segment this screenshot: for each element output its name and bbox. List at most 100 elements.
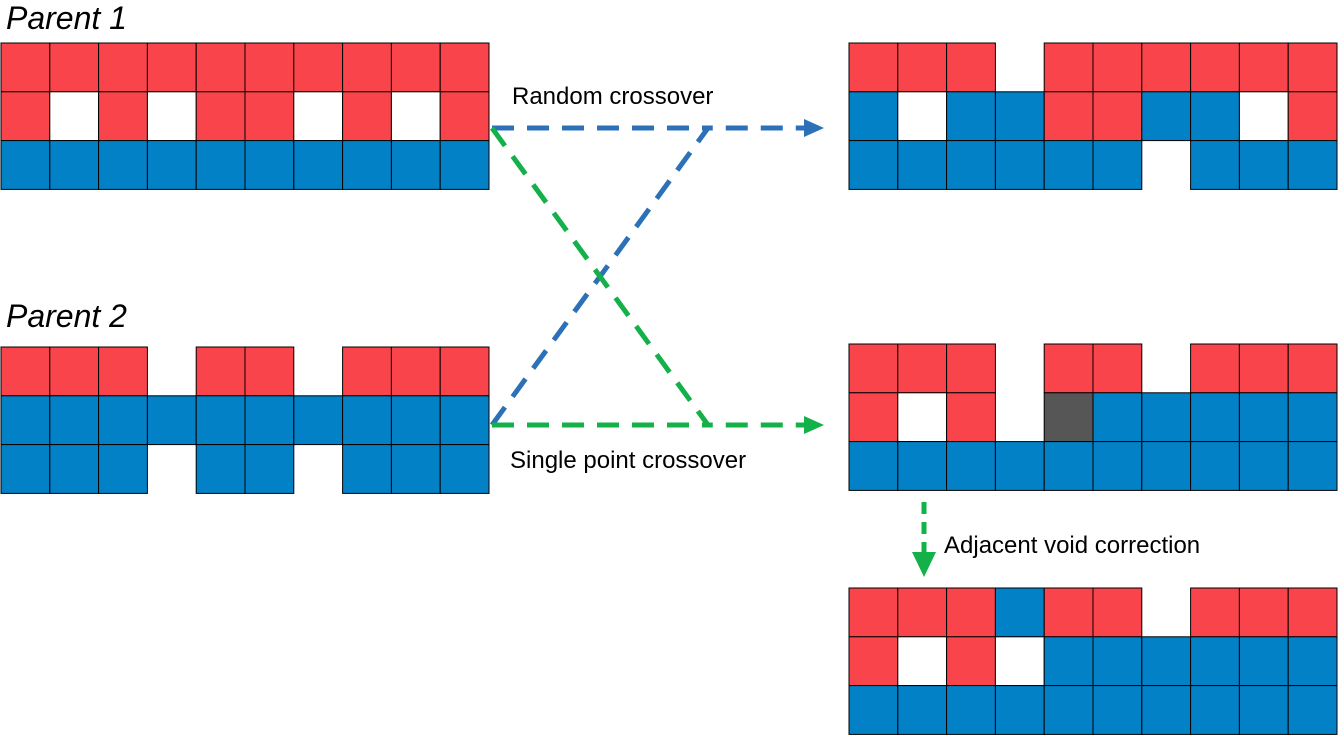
red-cell	[1238, 42, 1289, 93]
blue-cell	[146, 395, 197, 446]
single-point-crossover-label: Single point crossover	[510, 447, 747, 474]
void-cell	[390, 91, 441, 142]
red-cell	[195, 91, 246, 142]
blue-cell	[293, 140, 344, 190]
red-cell	[946, 587, 996, 638]
blue-cell	[1043, 685, 1094, 735]
single-point-crossover-arrow	[489, 126, 824, 434]
red-cell	[1238, 343, 1289, 394]
red-cell	[1092, 42, 1143, 93]
parent2-title: Parent 2	[6, 298, 127, 334]
red-cell	[146, 42, 197, 93]
void-cell	[897, 392, 948, 443]
red-cell	[1190, 42, 1240, 93]
blue-cell	[439, 140, 490, 190]
blue-cell	[994, 685, 1045, 735]
blue-cell	[244, 140, 295, 190]
blue-cell	[1141, 636, 1192, 687]
red-cell	[244, 346, 295, 397]
red-cell	[98, 91, 148, 142]
blue-cell	[49, 444, 100, 494]
blue-cell	[946, 441, 996, 491]
blue-cell	[897, 441, 948, 491]
red-cell	[244, 42, 295, 93]
blue-cell	[342, 444, 392, 494]
red-cell	[946, 343, 996, 394]
blue-cell	[439, 395, 490, 446]
red-cell	[1190, 587, 1240, 638]
red-cell	[1092, 343, 1143, 394]
red-cell	[848, 42, 899, 93]
blue-cell	[293, 395, 344, 446]
random-crossover-offspring-grid	[848, 42, 1338, 190]
parent2-grid	[0, 346, 490, 494]
blue-cell	[994, 91, 1045, 142]
single-point-offspring-grid	[848, 343, 1338, 491]
blue-cell	[946, 140, 996, 190]
red-cell	[1238, 587, 1289, 638]
blue-cell	[1043, 636, 1094, 687]
red-cell	[342, 91, 392, 142]
blue-cell	[848, 91, 899, 142]
blue-cell	[848, 441, 899, 491]
red-cell	[293, 42, 344, 93]
blue-cell	[848, 140, 899, 190]
blue-cell	[994, 140, 1045, 190]
adjacent-void-correction-label: Adjacent void correction	[944, 532, 1201, 559]
blue-cell	[1043, 441, 1094, 491]
red-cell	[390, 346, 441, 397]
red-cell	[848, 587, 899, 638]
red-cell	[897, 42, 948, 93]
red-cell	[1287, 587, 1338, 638]
red-cell	[49, 42, 100, 93]
blue-cell	[1141, 91, 1192, 142]
red-cell	[0, 42, 51, 93]
red-cell	[195, 346, 246, 397]
blue-cell	[244, 395, 295, 446]
blue-cell	[1238, 140, 1289, 190]
blue-cell	[195, 140, 246, 190]
red-cell	[98, 346, 148, 397]
blue-cell	[0, 444, 51, 494]
blue-cell	[1141, 441, 1192, 491]
red-cell	[1287, 343, 1338, 394]
blue-cell	[0, 140, 51, 190]
blue-cell	[49, 140, 100, 190]
red-cell	[897, 587, 948, 638]
void-cell	[146, 91, 197, 142]
random-crossover-arrow	[489, 119, 824, 427]
red-cell	[946, 392, 996, 443]
blue-cell	[244, 444, 295, 494]
blue-cell	[1092, 636, 1143, 687]
red-cell	[342, 346, 392, 397]
blue-cell	[390, 140, 441, 190]
red-cell	[848, 636, 899, 687]
blue-cell	[994, 587, 1045, 638]
blue-cell	[390, 395, 441, 446]
void-cell	[994, 636, 1045, 687]
red-cell	[49, 346, 100, 397]
blue-cell	[1190, 91, 1240, 142]
void-cell	[293, 91, 344, 142]
blue-cell	[1287, 441, 1338, 491]
gray-cell	[1043, 392, 1094, 443]
void-correction-arrowhead	[912, 552, 936, 577]
red-cell	[1043, 42, 1094, 93]
red-cell	[439, 91, 490, 142]
blue-cell	[390, 444, 441, 494]
blue-cell	[1190, 392, 1240, 443]
blue-cell	[98, 395, 148, 446]
blue-cell	[1287, 140, 1338, 190]
red-cell	[848, 392, 899, 443]
red-cell	[1287, 42, 1338, 93]
blue-cell	[946, 685, 996, 735]
corrected-offspring-grid	[848, 587, 1338, 735]
blue-cell	[1287, 685, 1338, 735]
blue-cell	[1238, 392, 1289, 443]
blue-cell	[897, 140, 948, 190]
blue-cell	[1092, 441, 1143, 491]
parent1-grid	[0, 42, 490, 190]
void-cell	[897, 636, 948, 687]
blue-cell	[1092, 140, 1143, 190]
